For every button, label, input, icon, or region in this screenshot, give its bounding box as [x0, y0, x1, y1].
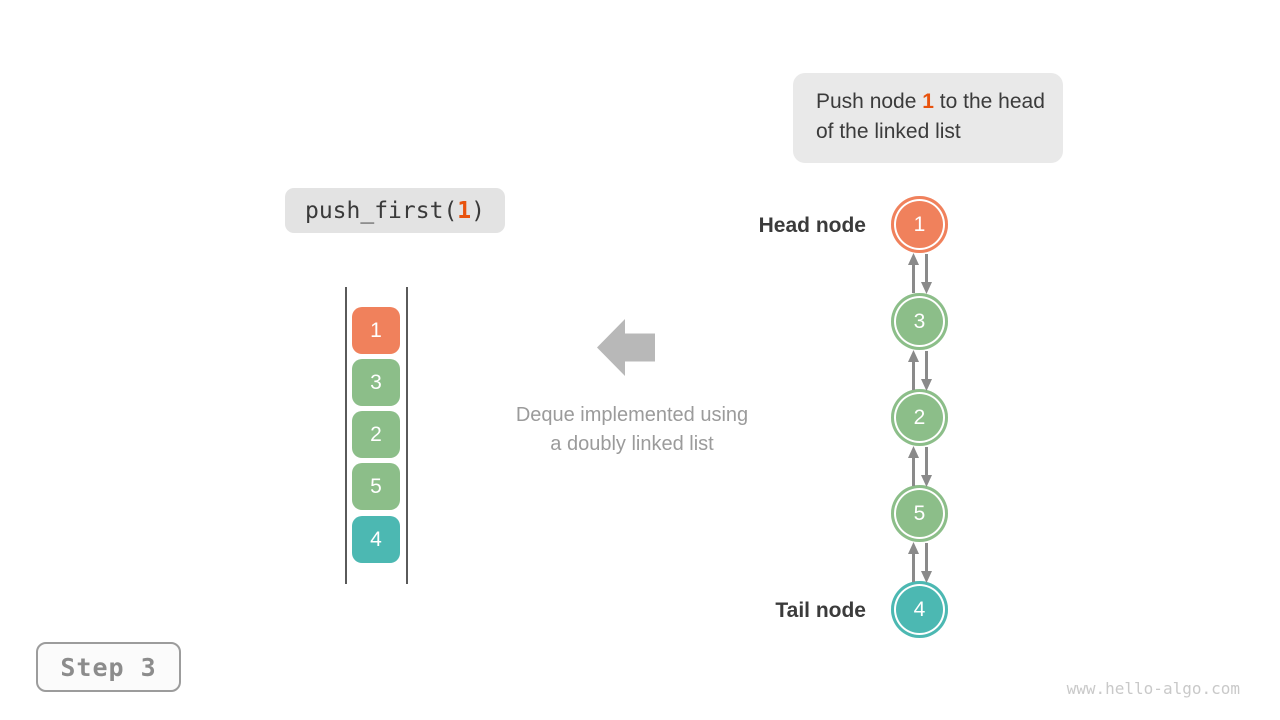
- bidirectional-arrows-icon: [908, 350, 932, 391]
- head-node-label: Head node: [758, 214, 866, 237]
- code-before: push_first(: [304, 197, 458, 224]
- array-wall-right: [406, 287, 408, 584]
- step-badge-label: Step 3: [60, 652, 157, 682]
- code-chip: push_first(1): [285, 188, 505, 233]
- callout-box: Push node 1 to the head of the linked li…: [793, 73, 1063, 163]
- array-cell: 4: [352, 516, 400, 563]
- code-arg: 1: [457, 197, 472, 224]
- watermark: www.hello-algo.com: [1066, 679, 1240, 698]
- tail-node-label: Tail node: [775, 599, 866, 622]
- array-cell: 5: [352, 463, 400, 510]
- array-cell-value: 1: [370, 318, 382, 342]
- array-cell: 1: [352, 307, 400, 354]
- step-badge: Step 3: [36, 642, 181, 692]
- bidirectional-arrows-icon: [908, 253, 932, 294]
- callout-highlight-value: 1: [922, 90, 934, 113]
- caption-line2: a doubly linked list: [550, 433, 714, 455]
- bidirectional-arrows-icon: [908, 446, 932, 487]
- caption: Deque implemented using a doubly linked …: [452, 401, 812, 459]
- array-cell-value: 3: [370, 370, 382, 394]
- node-value: 2: [913, 405, 926, 429]
- code-after: ): [471, 197, 486, 224]
- array-cell: 2: [352, 411, 400, 458]
- array-cell-value: 4: [370, 527, 382, 551]
- list-node: 5: [891, 485, 948, 542]
- callout-text-before: Push node: [816, 90, 923, 113]
- list-node-head: 1: [891, 196, 948, 253]
- array-wall-left: [345, 287, 347, 584]
- list-node: 3: [891, 293, 948, 350]
- caption-line1: Deque implemented using: [515, 404, 749, 426]
- array-cell-value: 2: [370, 422, 382, 446]
- list-node: 2: [891, 389, 948, 446]
- node-value: 1: [913, 212, 926, 236]
- node-value: 5: [913, 501, 926, 525]
- list-node-tail: 4: [891, 581, 948, 638]
- left-arrow-icon: [597, 319, 655, 376]
- bidirectional-arrows-icon: [908, 542, 932, 583]
- node-value: 4: [913, 597, 926, 621]
- array-cell: 3: [352, 359, 400, 406]
- callout-text-after: to the head of the linked list: [816, 90, 1045, 143]
- node-value: 3: [913, 309, 926, 333]
- array-cell-value: 5: [370, 474, 382, 498]
